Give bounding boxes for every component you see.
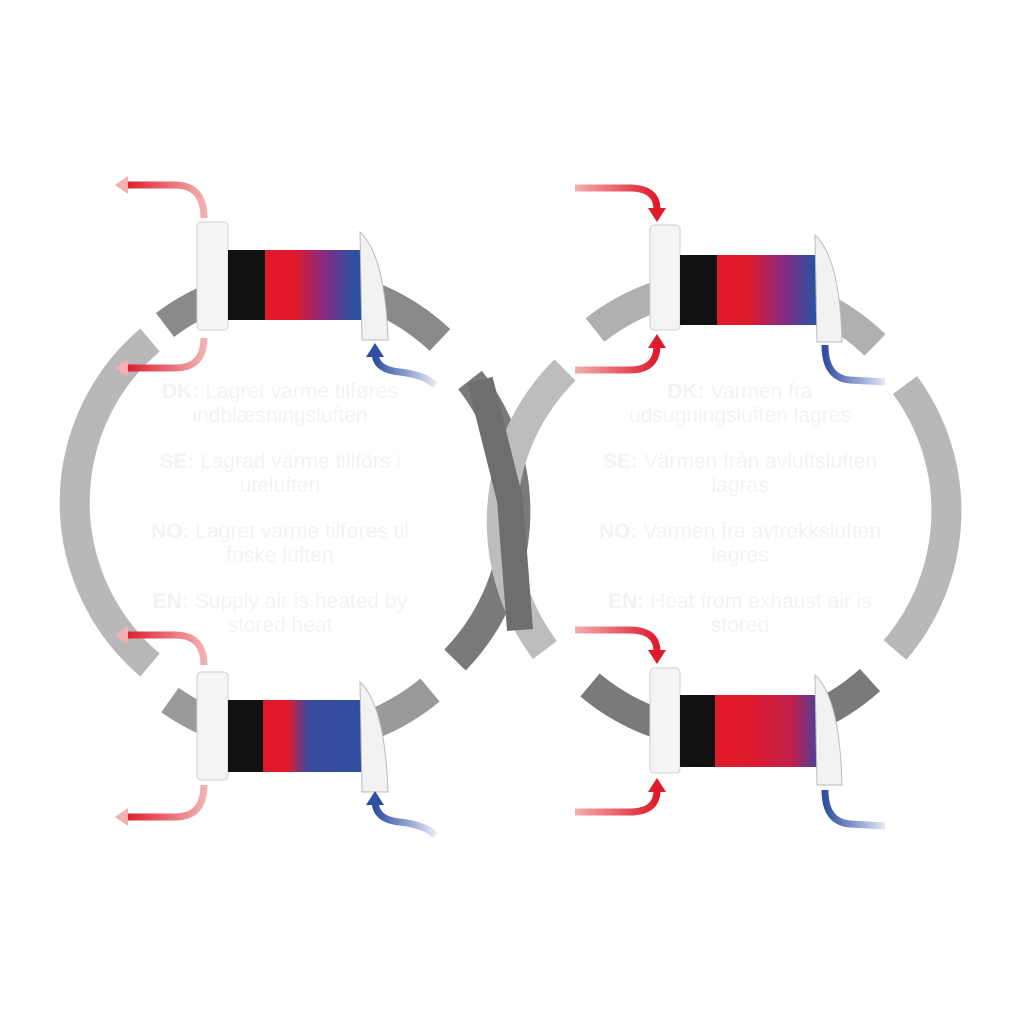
arrow-warm-in: [575, 626, 661, 653]
arrow-warm-out: [125, 337, 208, 372]
arrow-warm-out: [125, 181, 208, 219]
arrow-cold-out: [821, 344, 886, 386]
lang-code: NO:: [151, 520, 190, 543]
arrow-warm-in: [575, 184, 661, 211]
caption: Värmen från avluftsluften lagras: [643, 450, 878, 497]
airflow-arrows: [125, 181, 886, 838]
arrow-warm-out: [125, 784, 208, 821]
lang-code: DK:: [162, 380, 200, 403]
lang-code: SE:: [159, 450, 195, 473]
caption: Lagret varme tilføres til friske luften: [195, 520, 409, 567]
unit-left-top: [196, 221, 389, 341]
left-panel-text: DK: Lagret varme tilføres indblæsningslu…: [130, 380, 430, 660]
arrow-warm-in: [575, 344, 661, 374]
lang-code: SE:: [602, 450, 638, 473]
arrowheads: [115, 176, 666, 826]
lang-code: DK:: [667, 380, 705, 403]
caption: Lagrad värme tillförs i uteluften: [200, 450, 401, 497]
arrow-cold-out: [821, 789, 886, 830]
caption: Varmen fra udsugningsluften lagres: [629, 380, 851, 427]
arrow-cold-in: [371, 799, 438, 838]
caption: Supply air is heated by stored heat: [194, 590, 408, 637]
unit-right-top: [649, 224, 843, 343]
right-panel-text: DK: Varmen fra udsugningsluften lagres S…: [590, 380, 890, 660]
lang-code: EN:: [152, 590, 189, 613]
unit-left-bottom: [196, 671, 389, 793]
caption: Heat from exhaust air is stored: [650, 590, 872, 637]
unit-right-bottom: [649, 667, 843, 786]
ring-crossing: [467, 376, 533, 631]
arrow-cold-in: [371, 351, 438, 388]
arrow-warm-out: [125, 631, 208, 666]
lang-code: NO:: [598, 520, 638, 543]
arrow-warm-in: [575, 789, 661, 816]
lang-code: EN:: [608, 590, 645, 613]
caption: Varmen fra avtrekksluften lagres: [643, 520, 882, 567]
caption: Lagret varme tilføres indblæsningsluften: [192, 380, 398, 427]
